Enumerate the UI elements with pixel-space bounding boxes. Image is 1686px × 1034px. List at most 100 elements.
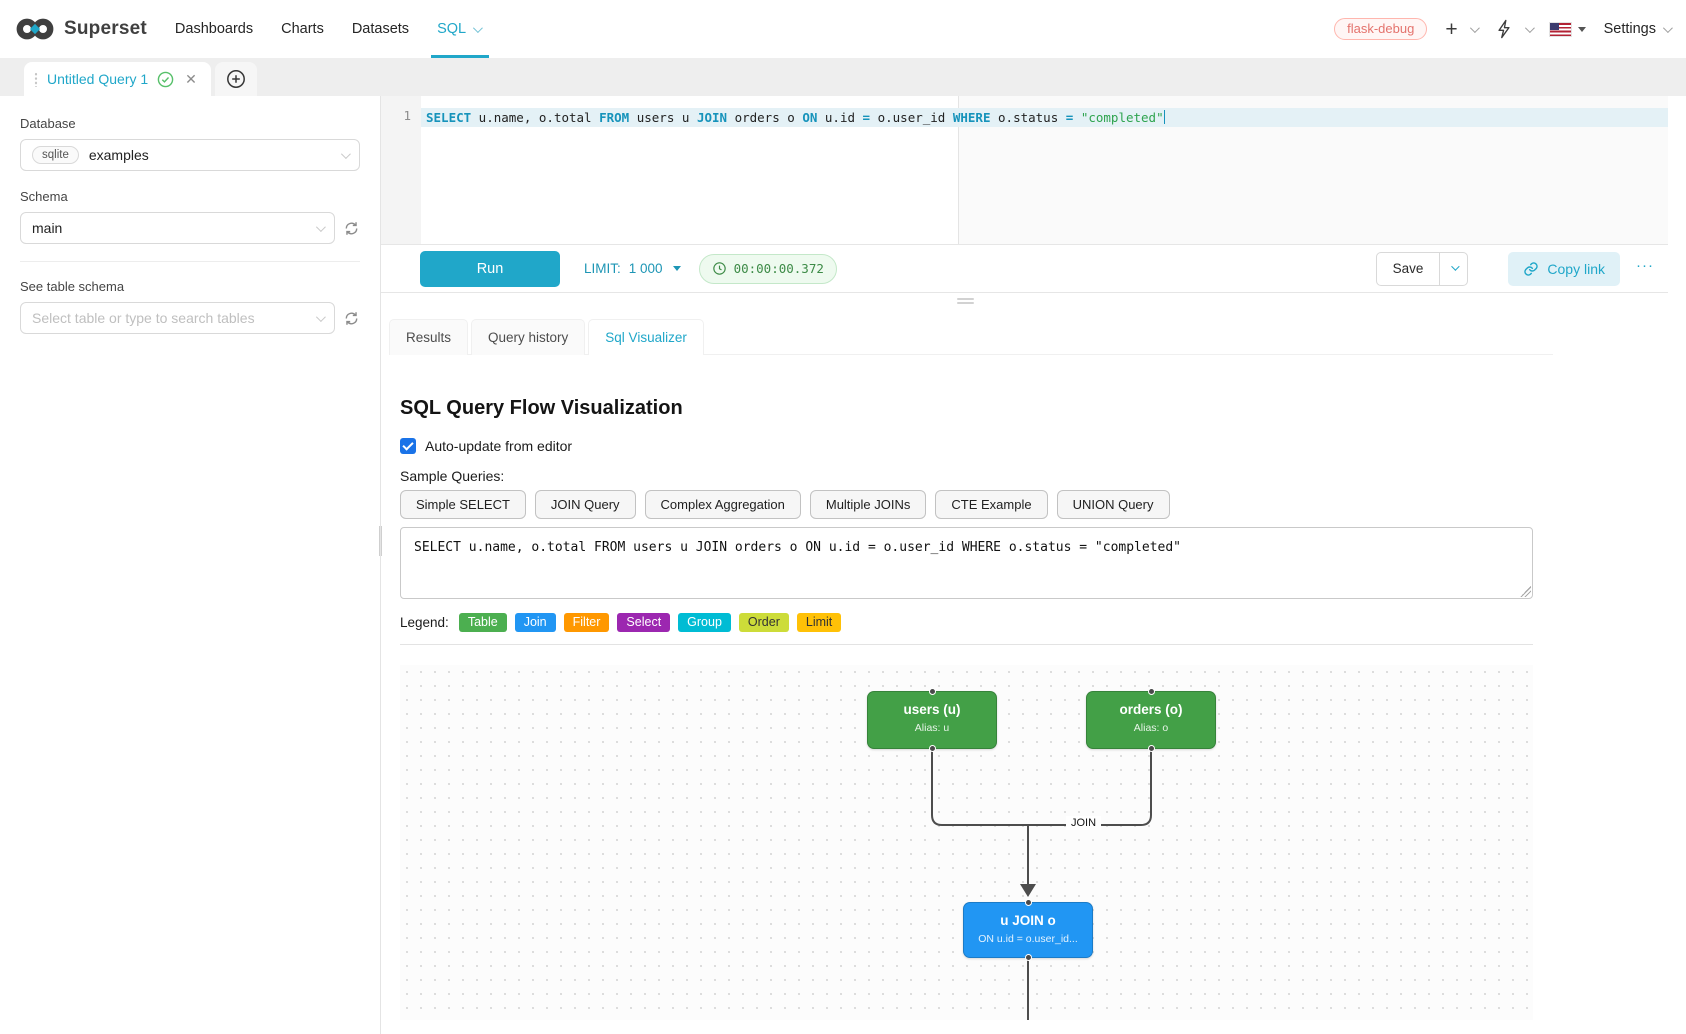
pane-resize-handle[interactable] — [957, 298, 974, 306]
auto-update-toggle[interactable]: Auto-update from editor — [400, 438, 1553, 454]
resize-grip-icon[interactable] — [1520, 586, 1531, 597]
query-tab-label: Untitled Query 1 — [47, 71, 149, 87]
new-query-tab-button[interactable] — [214, 62, 257, 96]
sample-queries-label: Sample Queries: — [400, 468, 505, 484]
sql-token: u.id — [817, 110, 863, 125]
plus-circle-icon — [226, 70, 245, 88]
legend-badge-order: Order — [738, 613, 789, 632]
save-button[interactable]: Save — [1375, 251, 1441, 286]
query-tab[interactable]: Untitled Query 1 ✕ — [24, 62, 211, 96]
sql-visualizer-panel: SQL Query Flow Visualization Auto-update… — [389, 397, 1553, 1020]
sample-query-button[interactable]: CTE Example — [935, 490, 1048, 519]
active-tab-underline — [431, 55, 490, 58]
flow-node-table-users[interactable]: users (u) Alias: u — [867, 688, 997, 752]
sql-token: = — [862, 110, 871, 125]
brand-name: Superset — [64, 18, 147, 39]
nav-item-label: Datasets — [351, 21, 410, 37]
node-handle-bottom[interactable] — [1024, 954, 1032, 961]
nav-item-dashboards[interactable]: Dashboards — [175, 0, 281, 58]
language-picker[interactable] — [1549, 22, 1586, 36]
node-title: orders (o) — [1119, 702, 1183, 717]
nav-item-label: SQL — [437, 21, 467, 37]
sidebar-resize-handle[interactable] — [379, 526, 382, 556]
node-handle-top[interactable] — [928, 688, 936, 695]
nav-item-datasets[interactable]: Datasets — [352, 0, 437, 58]
sql-code-line[interactable]: SELECT u.name, o.total FROM users u JOIN… — [426, 108, 1166, 127]
flow-node-table-orders[interactable]: orders (o) Alias: o — [1086, 688, 1216, 752]
legend-badge-join: Join — [514, 613, 556, 632]
editor-gutter: 1 — [381, 96, 421, 244]
sql-editor[interactable]: 1 SELECT u.name, o.total FROM users u JO… — [381, 96, 1668, 245]
sqllab-sidebar: Database sqlite examples Schema main See… — [0, 96, 382, 1034]
schema-select[interactable]: main — [20, 212, 335, 244]
flow-edges — [931, 749, 1152, 1020]
node-title: users (u) — [903, 702, 961, 717]
checkbox-checked-icon[interactable] — [400, 438, 416, 454]
node-handle-bottom[interactable] — [1147, 745, 1155, 752]
chevron-down-icon — [340, 148, 351, 159]
chevron-down-icon — [1469, 22, 1480, 33]
table-select[interactable]: Select table or type to search tables — [20, 302, 335, 334]
run-toolbar: Run LIMIT: 1 000 00:00:00.372 Save — [381, 245, 1668, 293]
sample-query-button[interactable]: Complex Aggregation — [644, 490, 801, 519]
clock-icon — [712, 262, 726, 275]
sample-query-button[interactable]: Multiple JOINs — [809, 490, 927, 519]
node-handle-top[interactable] — [1147, 688, 1155, 695]
refresh-icon[interactable] — [343, 310, 360, 327]
legend-badge-table: Table — [458, 613, 507, 632]
drag-dots-icon[interactable] — [34, 71, 38, 87]
query-tabstrip: Untitled Query 1 ✕ — [0, 58, 1686, 96]
nav-item-label: Dashboards — [174, 21, 254, 37]
copy-link-button[interactable]: Copy link — [1508, 251, 1620, 286]
save-dropdown-button[interactable] — [1440, 251, 1469, 286]
node-subtitle: Alias: o — [1133, 722, 1169, 734]
legend-badge-group: Group — [678, 613, 731, 632]
new-item-button[interactable]: + — [1445, 19, 1480, 40]
schema-label: Schema — [20, 189, 68, 204]
nav-item-sql[interactable]: SQL — [431, 0, 508, 58]
node-handle-top[interactable] — [1024, 899, 1032, 906]
sql-token: WHERE — [952, 110, 991, 125]
query-search-button[interactable] — [1495, 19, 1535, 39]
chevron-down-icon — [315, 221, 326, 232]
close-icon[interactable]: ✕ — [185, 70, 197, 87]
database-value: examples — [88, 147, 149, 163]
tab-sql-visualizer[interactable]: Sql Visualizer — [588, 319, 704, 355]
node-subtitle: Alias: u — [914, 722, 950, 734]
tab-query-history[interactable]: Query history — [471, 319, 586, 355]
limit-dropdown[interactable]: LIMIT: 1 000 — [584, 261, 681, 276]
sql-token: ON — [802, 110, 818, 125]
query-textarea[interactable]: SELECT u.name, o.total FROM users u JOIN… — [400, 527, 1533, 599]
check-circle-icon — [157, 71, 174, 87]
sql-token: = — [1065, 110, 1074, 125]
legend-badge-filter: Filter — [563, 613, 610, 632]
sample-query-button[interactable]: UNION Query — [1056, 490, 1170, 519]
refresh-icon[interactable] — [343, 220, 360, 237]
sample-query-button[interactable]: JOIN Query — [534, 490, 636, 519]
db-engine-badge: sqlite — [32, 146, 79, 164]
query-timer: 00:00:00.372 — [698, 253, 837, 284]
caret-down-icon — [672, 266, 681, 271]
tab-results[interactable]: Results — [389, 319, 469, 355]
more-actions-button[interactable]: ··· — [1636, 257, 1654, 274]
database-select[interactable]: sqlite examples — [20, 139, 360, 171]
auto-update-label: Auto-update from editor — [425, 438, 573, 454]
node-title: u JOIN o — [1000, 913, 1056, 928]
sample-query-button[interactable]: Simple SELECT — [400, 490, 526, 519]
settings-menu[interactable]: Settings — [1604, 21, 1673, 37]
node-handle-bottom[interactable] — [928, 745, 936, 752]
run-button[interactable]: Run — [420, 250, 560, 287]
chevron-down-icon — [1662, 22, 1673, 33]
chevron-down-icon — [1451, 261, 1460, 271]
sql-token — [1073, 110, 1081, 125]
timer-value: 00:00:00.372 — [733, 261, 824, 276]
print-margin-line — [958, 96, 959, 244]
nav-item-charts[interactable]: Charts — [281, 0, 352, 58]
superset-logo[interactable]: Superset — [14, 16, 147, 42]
copy-link-label: Copy link — [1547, 260, 1605, 277]
legend-badge-select: Select — [617, 613, 671, 632]
